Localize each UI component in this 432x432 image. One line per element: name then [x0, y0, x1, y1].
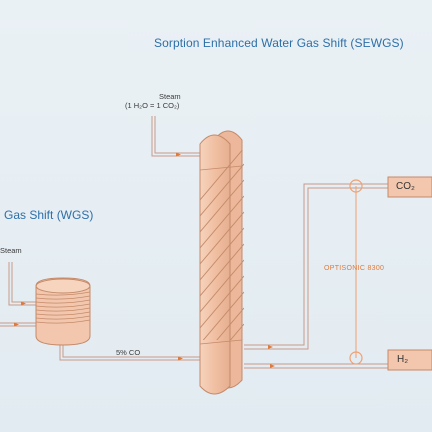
arrow-feed-wgs — [14, 322, 19, 327]
co-pipe — [59, 343, 200, 361]
co2-pipe — [244, 183, 388, 350]
steam-pipe-wgs — [8, 262, 36, 306]
steam-pipe-sewgs — [151, 116, 200, 157]
sewgs-title: Sorption Enhanced Water Gas Shift (SEWGS… — [154, 36, 404, 50]
h2-pipe — [244, 363, 388, 369]
h2-label: H₂ — [397, 354, 409, 365]
sewgs-column-front — [199, 134, 231, 395]
sewgs-packing — [200, 150, 244, 340]
feed-pipe-wgs — [0, 322, 36, 327]
h2-product-box — [387, 349, 432, 371]
wgs-title: Gas Shift (WGS) — [4, 208, 94, 222]
arrow-steam-wgs — [21, 301, 26, 306]
pipes — [0, 116, 388, 369]
steam-label-sewgs: Steam — [159, 92, 181, 101]
co2-product-box — [387, 176, 432, 198]
wgs-coil — [36, 291, 90, 324]
meter-sensor-co2 — [349, 179, 363, 193]
steam-label-wgs: Steam — [0, 246, 22, 255]
wgs-vessel — [35, 277, 91, 346]
arrow-co2-out — [268, 345, 273, 349]
optisonic-meter — [349, 179, 363, 365]
arrow-h2-out — [270, 364, 275, 368]
meter-sensor-h2 — [349, 351, 363, 365]
wgs-vessel-top — [35, 278, 91, 294]
co2-label: CO₂ — [396, 181, 415, 192]
flow-arrows — [14, 152, 275, 368]
co-percent-label: 5% CO — [116, 348, 141, 357]
steam-ratio-label: (1 H₂O = 1 CO₂) — [125, 101, 180, 110]
arrow-co — [178, 356, 183, 361]
meter-label: OPTISONIC 8300 — [324, 265, 385, 272]
arrow-steam-sewgs — [176, 152, 181, 157]
sewgs-column — [199, 130, 244, 395]
